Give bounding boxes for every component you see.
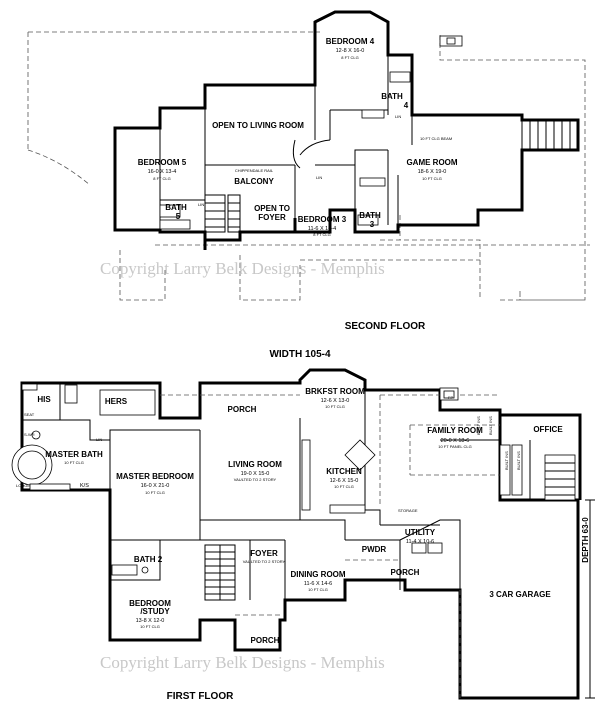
room-dims: 12-6 X 13-0 xyxy=(321,398,350,404)
room-note: 10 FT PANEL CLG xyxy=(438,444,472,449)
room-name: UTILITY xyxy=(405,528,436,537)
small-label: LODGE xyxy=(16,483,30,488)
room-extra: 5 xyxy=(176,212,181,221)
room-name: BALCONY xyxy=(234,177,274,186)
room-note: 10 FT CLG xyxy=(145,490,165,495)
room-name: MASTER BEDROOM xyxy=(116,472,194,481)
kitchen-island xyxy=(301,439,376,514)
room-name: FOYER xyxy=(250,549,278,558)
room-name: FAMILY ROOM xyxy=(427,426,483,435)
room-name: KITCHEN xyxy=(326,467,362,476)
room-note: VAULTED TO 2 STORY xyxy=(234,477,277,482)
room-dims: 19-0 X 15-0 xyxy=(241,471,270,477)
room-note: 10 FT CLG xyxy=(308,587,328,592)
room-name: 3 CAR GARAGE xyxy=(489,590,551,599)
room-name: OPEN TO LIVING ROOM xyxy=(212,121,304,130)
small-label: FP xyxy=(448,395,453,400)
small-label: 10 FT CLG BEAM xyxy=(420,136,452,141)
room-dims: 16-0 X 21-0 xyxy=(141,483,170,489)
room-name: BEDROOM 4 xyxy=(326,37,375,46)
room-name: PORCH xyxy=(251,636,280,645)
room-name: BATH xyxy=(359,211,381,220)
room-dims: 11-4 X 10-6 xyxy=(406,539,434,545)
room-name: MASTER BATH xyxy=(45,450,103,459)
room-note: 10 FT CLG xyxy=(140,624,160,629)
room-dims: 11-6 X 14-6 xyxy=(304,581,332,587)
second-floor-labels: BEDROOM 4 12-8 X 16-0 8 FT CLG OPEN TO L… xyxy=(138,37,458,332)
fireplace-icon xyxy=(439,387,459,401)
room-note: 10 FT CLG xyxy=(334,484,354,489)
foyer-stairs xyxy=(204,544,236,601)
room-name: BATH 2 xyxy=(134,555,163,564)
second-floor xyxy=(27,10,590,301)
room-extra: 4 xyxy=(404,101,409,110)
room-name: HERS xyxy=(105,397,128,406)
room-extra: FOYER xyxy=(258,213,286,222)
room-note: 10 FT CLG xyxy=(325,404,345,409)
room-note: CHIPPENDALE RAIL xyxy=(235,168,274,173)
room-dims: 12-8 X 16-0 xyxy=(336,48,365,54)
stairs-upper xyxy=(204,119,579,233)
room-dims: 16-0 X 13-4 xyxy=(148,169,177,175)
room-name: OFFICE xyxy=(533,425,563,434)
room-name: DINING ROOM xyxy=(290,570,345,579)
room-name: BEDROOM xyxy=(129,599,171,608)
room-dims: 18-6 X 19-0 xyxy=(418,169,447,175)
room-dims: 20-0 X 18-6 xyxy=(441,438,470,444)
watermark-text: Copyright Larry Belk Designs - Memphis xyxy=(100,259,385,278)
room-note: 8 FT CLG xyxy=(341,55,359,60)
room-name: LIVING ROOM xyxy=(228,460,282,469)
first-floor-caption: FIRST FLOOR xyxy=(167,691,234,702)
small-label: BUILT INS xyxy=(476,416,481,435)
room-extra: /STUDY xyxy=(140,607,170,616)
master-bath-tub xyxy=(11,444,71,491)
room-name: GAME ROOM xyxy=(406,158,457,167)
small-label: LIN xyxy=(316,175,322,180)
room-name: OPEN TO xyxy=(254,204,290,213)
small-label: LIN xyxy=(198,202,204,207)
width-dimension: WIDTH 105-4 xyxy=(269,349,331,360)
room-note: 10 FT CLG xyxy=(64,460,84,465)
first-floor-labels: WIDTH 105-4 HIS HERS PORCH BRKFST ROOM 1… xyxy=(16,349,590,702)
room-name: PWDR xyxy=(362,545,387,554)
small-label: LIN xyxy=(395,114,401,119)
room-dims: 11-6 X 14-4 xyxy=(308,226,336,232)
depth-dimension: DEPTH 63-0 xyxy=(581,517,590,563)
room-name: BEDROOM 3 xyxy=(298,215,347,224)
room-extra: 3 xyxy=(370,220,375,229)
room-name: HIS xyxy=(37,395,51,404)
small-label: BUILT INS xyxy=(504,451,509,470)
small-label: LIN xyxy=(96,437,102,442)
watermark-text: Copyright Larry Belk Designs - Memphis xyxy=(100,653,385,672)
room-note: 8 FT CLG xyxy=(153,176,171,181)
room-name: BATH xyxy=(165,203,187,212)
room-note: 10 FT CLG xyxy=(422,176,442,181)
small-label: STORAGE xyxy=(398,508,418,513)
small-label: S-WR xyxy=(24,432,35,437)
room-name: BATH xyxy=(381,92,403,101)
room-name: BRKFST ROOM xyxy=(305,387,365,396)
room-name: PORCH xyxy=(391,568,420,577)
room-dims: 13-8 X 12-0 xyxy=(136,618,165,624)
room-name: BEDROOM 5 xyxy=(138,158,187,167)
room-name: PORCH xyxy=(228,405,257,414)
small-label: BUILT INS xyxy=(488,416,493,435)
small-label: BUILT INS xyxy=(516,451,521,470)
room-note: 8 FT CLG xyxy=(313,232,331,237)
small-label: K/S xyxy=(80,483,89,489)
first-floor xyxy=(11,368,595,700)
second-floor-caption: SECOND FLOOR xyxy=(345,321,426,332)
room-dims: 12-6 X 15-0 xyxy=(330,478,359,484)
room-note: VAULTED TO 2 STORY xyxy=(243,559,286,564)
small-label: SEAT xyxy=(24,412,35,417)
